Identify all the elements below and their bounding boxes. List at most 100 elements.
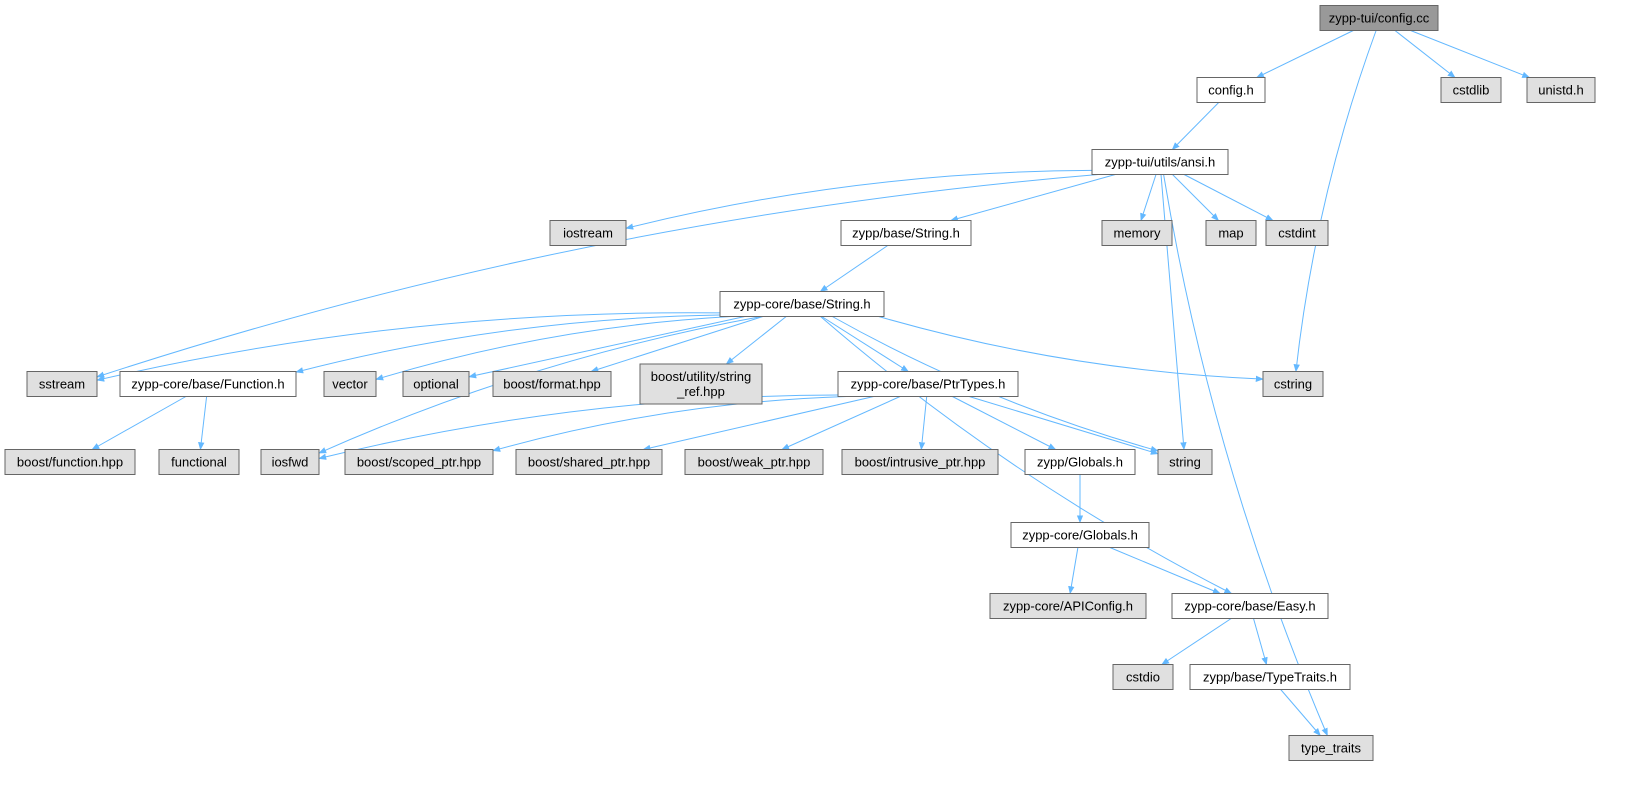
node-label: zypp-core/base/Easy.h bbox=[1184, 599, 1315, 614]
node-box bbox=[323, 371, 377, 397]
edge-ptrtypes_h-to-boost_scoped_ptr bbox=[492, 396, 847, 452]
node-ptrtypes_h[interactable]: zypp-core/base/PtrTypes.h bbox=[837, 371, 1019, 397]
node-apiconfig_h: zypp-core/APIConfig.h bbox=[989, 593, 1147, 619]
edge-zypp_string_h-to-core_string_h bbox=[819, 245, 888, 292]
node-box bbox=[1526, 77, 1596, 103]
node-label: boost/weak_ptr.hpp bbox=[698, 455, 811, 470]
node-box bbox=[1262, 371, 1324, 397]
node-box bbox=[1189, 664, 1351, 690]
node-box bbox=[840, 220, 972, 246]
node-box bbox=[639, 363, 763, 405]
edge-ansi_h-to-iostream bbox=[625, 169, 1093, 230]
node-boost_string_ref: boost/utility/string_ref.hpp bbox=[639, 363, 763, 405]
node-label: functional bbox=[171, 455, 227, 470]
node-functional: functional bbox=[158, 449, 240, 475]
node-box bbox=[344, 449, 494, 475]
node-cstdio: cstdio bbox=[1112, 664, 1174, 690]
node-boost_function: boost/function.hpp bbox=[4, 449, 136, 475]
node-box bbox=[1091, 149, 1229, 175]
node-box bbox=[1010, 522, 1150, 548]
node-box bbox=[1112, 664, 1174, 690]
node-easy_h[interactable]: zypp-core/base/Easy.h bbox=[1171, 593, 1329, 619]
node-box bbox=[841, 449, 999, 475]
edges-layer bbox=[91, 30, 1531, 737]
edge-ansi_h-to-cstdint bbox=[1183, 174, 1274, 221]
edge-ansi_h-to-type_traits bbox=[1163, 174, 1328, 737]
edge-ptrtypes_h-to-zypp_globals_h bbox=[952, 396, 1057, 450]
node-box bbox=[719, 291, 885, 317]
node-typetraits_h[interactable]: zypp/base/TypeTraits.h bbox=[1189, 664, 1351, 690]
node-cstdint: cstdint bbox=[1265, 220, 1329, 246]
node-label: boost/scoped_ptr.hpp bbox=[357, 455, 481, 470]
node-box bbox=[119, 371, 297, 397]
node-boost_shared_ptr: boost/shared_ptr.hpp bbox=[515, 449, 663, 475]
node-box bbox=[837, 371, 1019, 397]
node-config_h[interactable]: config.h bbox=[1196, 77, 1266, 103]
node-box bbox=[1205, 220, 1257, 246]
node-label: boost/shared_ptr.hpp bbox=[528, 455, 650, 470]
node-label: zypp-core/base/String.h bbox=[733, 297, 870, 312]
node-label: zypp-tui/utils/ansi.h bbox=[1105, 155, 1216, 170]
node-zypp_string_h[interactable]: zypp/base/String.h bbox=[840, 220, 972, 246]
node-box bbox=[4, 449, 136, 475]
node-box bbox=[549, 220, 627, 246]
node-box bbox=[260, 449, 320, 475]
node-label: boost/intrusive_ptr.hpp bbox=[855, 455, 986, 470]
node-string: string bbox=[1157, 449, 1213, 475]
node-memory: memory bbox=[1101, 220, 1173, 246]
node-config_cc[interactable]: zypp-tui/config.cc bbox=[1319, 5, 1439, 31]
node-label: _ref.hpp bbox=[676, 384, 725, 399]
node-box bbox=[1319, 5, 1439, 31]
edge-core_globals_h-to-apiconfig_h bbox=[1068, 547, 1079, 595]
node-label: iosfwd bbox=[272, 455, 309, 470]
node-label: boost/format.hpp bbox=[503, 377, 601, 392]
edge-core_string_h-to-boost_format bbox=[590, 316, 764, 373]
node-label: cstdio bbox=[1126, 670, 1160, 685]
node-label: zypp/Globals.h bbox=[1037, 455, 1123, 470]
node-label: zypp-core/APIConfig.h bbox=[1003, 599, 1133, 614]
edge-function_h-to-boost_function bbox=[91, 396, 187, 450]
node-iosfwd: iosfwd bbox=[260, 449, 320, 475]
node-label: boost/function.hpp bbox=[17, 455, 123, 470]
node-box bbox=[1171, 593, 1329, 619]
node-core_string_h[interactable]: zypp-core/base/String.h bbox=[719, 291, 885, 317]
node-ansi_h[interactable]: zypp-tui/utils/ansi.h bbox=[1091, 149, 1229, 175]
node-label: cstdint bbox=[1278, 226, 1316, 241]
node-label: config.h bbox=[1208, 83, 1254, 98]
edge-easy_h-to-cstdio bbox=[1161, 618, 1232, 665]
node-function_h[interactable]: zypp-core/base/Function.h bbox=[119, 371, 297, 397]
edge-core_string_h-to-sstream bbox=[96, 312, 721, 382]
node-optional: optional bbox=[402, 371, 470, 397]
node-box bbox=[1101, 220, 1173, 246]
edge-core_string_h-to-ptrtypes_h bbox=[821, 316, 909, 372]
edge-config_cc-to-cstdlib bbox=[1394, 30, 1456, 78]
node-core_globals_h[interactable]: zypp-core/Globals.h bbox=[1010, 522, 1150, 548]
node-zypp_globals_h[interactable]: zypp/Globals.h bbox=[1024, 449, 1136, 475]
edge-config_cc-to-config_h bbox=[1255, 30, 1354, 78]
node-box bbox=[1157, 449, 1213, 475]
node-label: zypp-core/base/PtrTypes.h bbox=[851, 377, 1006, 392]
node-boost_weak_ptr: boost/weak_ptr.hpp bbox=[684, 449, 824, 475]
node-label: optional bbox=[413, 377, 459, 392]
edge-config_cc-to-cstring bbox=[1293, 30, 1377, 373]
node-vector: vector bbox=[323, 371, 377, 397]
node-label: string bbox=[1169, 455, 1201, 470]
edge-ptrtypes_h-to-boost_shared_ptr bbox=[642, 396, 874, 452]
node-cstdlib: cstdlib bbox=[1440, 77, 1502, 103]
edge-ptrtypes_h-to-boost_intrusive_ptr bbox=[918, 396, 928, 451]
node-box bbox=[1440, 77, 1502, 103]
node-label: boost/utility/string bbox=[651, 369, 751, 384]
edge-core_string_h-to-vector bbox=[375, 316, 732, 381]
node-label: map bbox=[1218, 226, 1243, 241]
edge-ansi_h-to-string bbox=[1160, 174, 1187, 451]
edge-config_h-to-ansi_h bbox=[1171, 102, 1220, 151]
edge-ansi_h-to-sstream bbox=[96, 174, 1099, 378]
node-boost_intrusive_ptr: boost/intrusive_ptr.hpp bbox=[841, 449, 999, 475]
node-boost_scoped_ptr: boost/scoped_ptr.hpp bbox=[344, 449, 494, 475]
node-type_traits: type_traits bbox=[1288, 735, 1374, 761]
node-label: memory bbox=[1114, 226, 1161, 241]
edge-typetraits_h-to-type_traits bbox=[1280, 689, 1321, 737]
node-box bbox=[26, 371, 98, 397]
node-label: iostream bbox=[563, 226, 613, 241]
